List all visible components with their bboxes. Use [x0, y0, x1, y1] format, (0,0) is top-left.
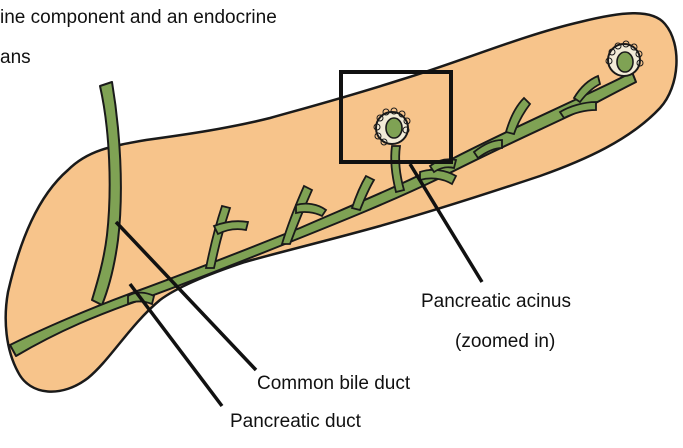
label-pancreatic-duct: Pancreatic duct [230, 410, 361, 434]
pancreatic-duct-leader-line [130, 284, 222, 406]
caption-line-1: ine component and an endocrine [0, 6, 277, 30]
pancreas-gland [6, 13, 677, 391]
caption-line-2: ans [0, 46, 31, 70]
label-pancreatic-acinus: Pancreatic acinus [421, 290, 571, 314]
label-zoomed-in: (zoomed in) [455, 330, 555, 354]
label-common-bile-duct: Common bile duct [257, 372, 410, 396]
